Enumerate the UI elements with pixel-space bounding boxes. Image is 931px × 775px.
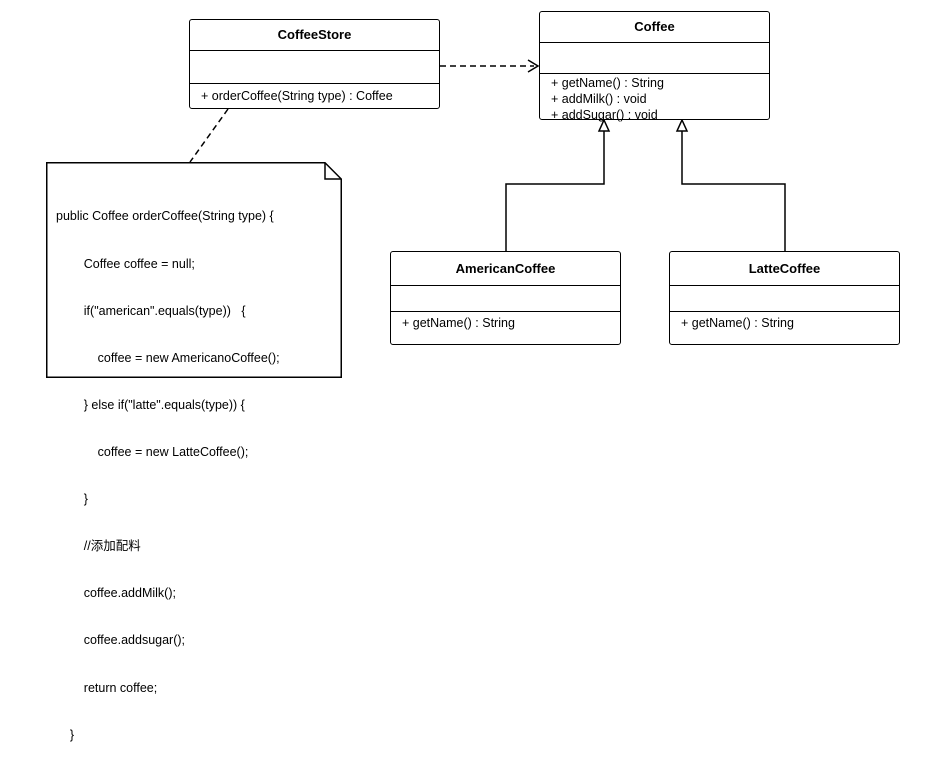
relationship-lines <box>189 59 786 251</box>
operation: + getName() : String <box>551 76 664 90</box>
class-latte-coffee[interactable]: LatteCoffee + getName() : String <box>669 251 900 345</box>
operation: + orderCoffee(String type) : Coffee <box>201 89 393 103</box>
code-line: } <box>56 727 75 742</box>
operations-compartment: + getName() : String <box>670 312 899 331</box>
code-line: coffee = new AmericanoCoffee(); <box>56 350 280 365</box>
operations-compartment: + orderCoffee(String type) : Coffee <box>190 84 439 104</box>
generalization-arrowhead-american <box>597 118 611 132</box>
operation: + getName() : String <box>402 316 515 330</box>
code-line: coffee.addsugar(); <box>56 633 186 648</box>
code-line: } <box>56 492 88 507</box>
code-line: } else if("latte".equals(type)) { <box>56 397 245 412</box>
code-line: public Coffee orderCoffee(String type) { <box>56 209 274 224</box>
generalization-arrowhead-latte <box>675 118 689 132</box>
operations-compartment: + getName() : String <box>391 312 620 331</box>
attributes-compartment <box>391 286 620 312</box>
attributes-compartment <box>670 286 899 312</box>
class-coffee-store[interactable]: CoffeeStore + orderCoffee(String type) :… <box>189 19 440 109</box>
generalization-line-latte <box>681 131 786 251</box>
code-line: //添加配料 <box>56 539 141 554</box>
code-line: coffee = new LatteCoffee(); <box>56 444 249 459</box>
class-coffee[interactable]: Coffee + getName() : String + addMilk() … <box>539 11 770 123</box>
dependency-arrowhead <box>527 59 540 73</box>
operation: + addSugar() : void <box>551 108 658 122</box>
note-anchor-line <box>189 108 229 163</box>
class-name: CoffeeStore <box>190 20 439 51</box>
class-name: Coffee <box>540 12 769 43</box>
code-note[interactable]: public Coffee orderCoffee(String type) {… <box>46 162 342 742</box>
code-line: Coffee coffee = null; <box>56 256 195 271</box>
class-name: AmericanCoffee <box>391 252 620 286</box>
attributes-compartment <box>190 51 439 84</box>
code-line: coffee.addMilk(); <box>56 586 176 601</box>
class-american-coffee[interactable]: AmericanCoffee + getName() : String <box>390 251 621 345</box>
class-name: LatteCoffee <box>670 252 899 286</box>
code-line: return coffee; <box>56 680 158 695</box>
code-line: if("american".equals(type)) { <box>56 303 246 318</box>
attributes-compartment <box>540 43 769 74</box>
operation: + getName() : String <box>681 316 794 330</box>
generalization-line-american <box>505 131 605 251</box>
operations-compartment: + getName() : String + addMilk() : void … <box>540 74 769 123</box>
note-code: public Coffee orderCoffee(String type) {… <box>56 178 280 775</box>
operation: + addMilk() : void <box>551 92 647 106</box>
note-shape <box>46 162 342 378</box>
